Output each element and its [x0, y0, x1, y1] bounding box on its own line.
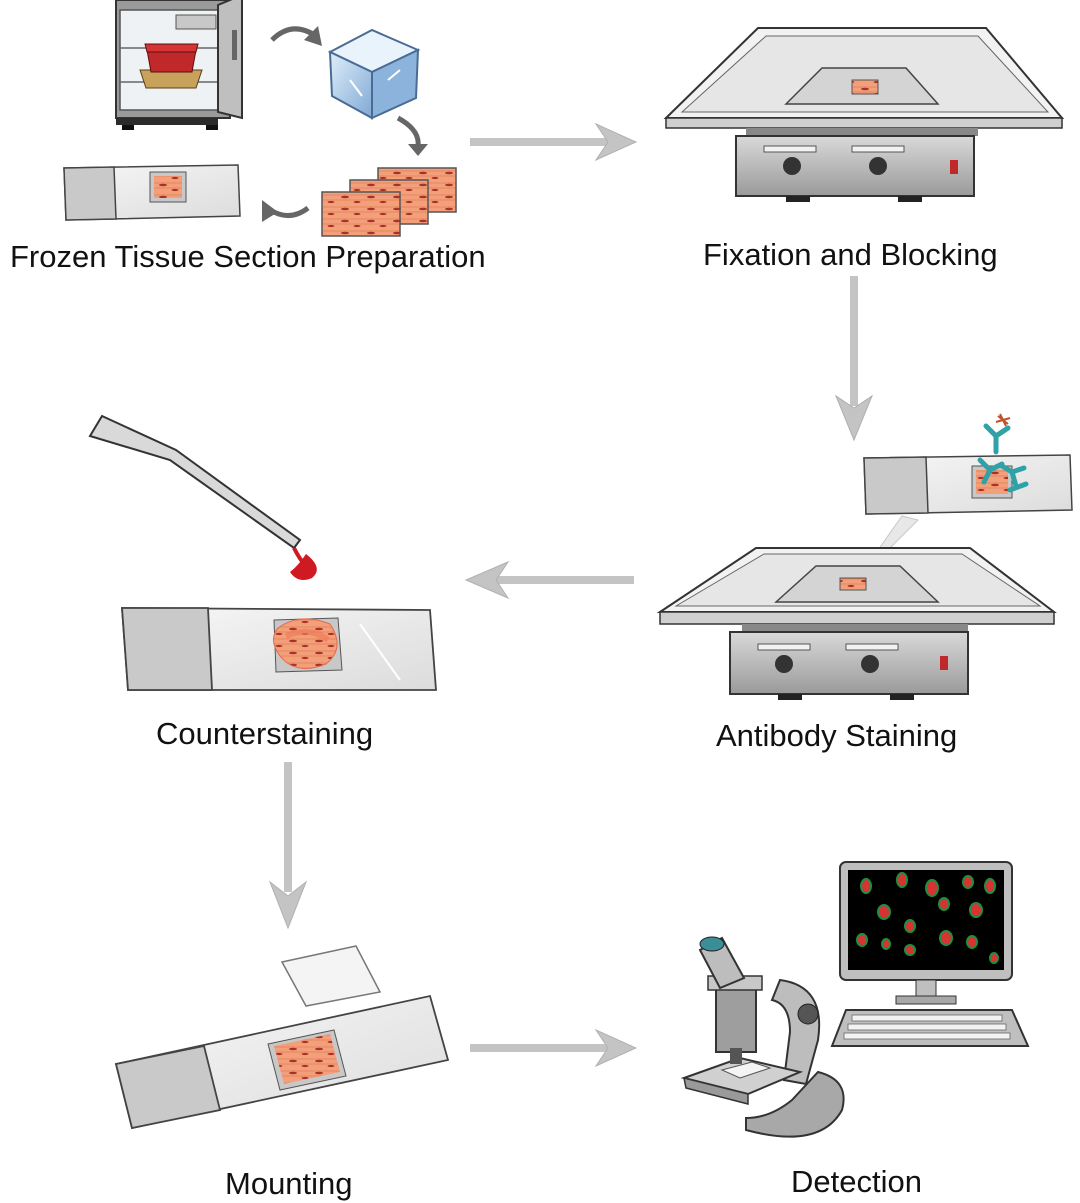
step-detection: Detection	[680, 861, 1030, 1199]
step-label-detection: Detection	[791, 1164, 922, 1199]
glass-slide-icon	[63, 164, 241, 221]
flow-arrow	[464, 560, 634, 600]
step-label-counter: Counterstaining	[156, 716, 373, 751]
step-counterstaining: Counterstaining	[88, 414, 437, 751]
flow-arrow	[268, 762, 308, 930]
step-frozen-tissue: Frozen Tissue Section Preparation	[10, 0, 486, 274]
glass-slide-icon	[114, 994, 450, 1130]
ice-cube-icon	[327, 28, 421, 120]
flow-arrow	[470, 122, 638, 162]
antibody-icon	[977, 423, 1029, 493]
shaker-platform-icon	[656, 547, 1057, 700]
shaker-platform-icon	[663, 27, 1065, 202]
coverslip-icon	[280, 945, 382, 1007]
tissue-sections-icon	[321, 167, 457, 237]
keyboard-icon	[830, 1009, 1030, 1047]
step-antibody: Antibody Staining	[656, 413, 1073, 753]
monitor-icon	[839, 861, 1013, 1005]
stained-cells	[856, 872, 999, 964]
freezer-icon	[115, 0, 243, 130]
step-label-antibody: Antibody Staining	[716, 718, 957, 753]
step-fixation: Fixation and Blocking	[663, 27, 1065, 272]
glass-slide-icon	[863, 454, 1073, 515]
antigen-marker-icon	[995, 413, 1011, 427]
flow-arrow	[834, 276, 874, 442]
flow-arrow	[470, 1028, 638, 1068]
step-label-frozen: Frozen Tissue Section Preparation	[10, 239, 486, 274]
step-label-mounting: Mounting	[225, 1166, 353, 1201]
drop-icon	[290, 554, 317, 580]
curve-arrow-icon	[396, 115, 421, 147]
pipette-icon	[88, 414, 317, 580]
step-label-fixation: Fixation and Blocking	[703, 237, 998, 272]
glass-slide-icon	[121, 607, 437, 691]
step-mounting: Mounting	[114, 945, 450, 1201]
microscope-icon	[680, 936, 845, 1138]
